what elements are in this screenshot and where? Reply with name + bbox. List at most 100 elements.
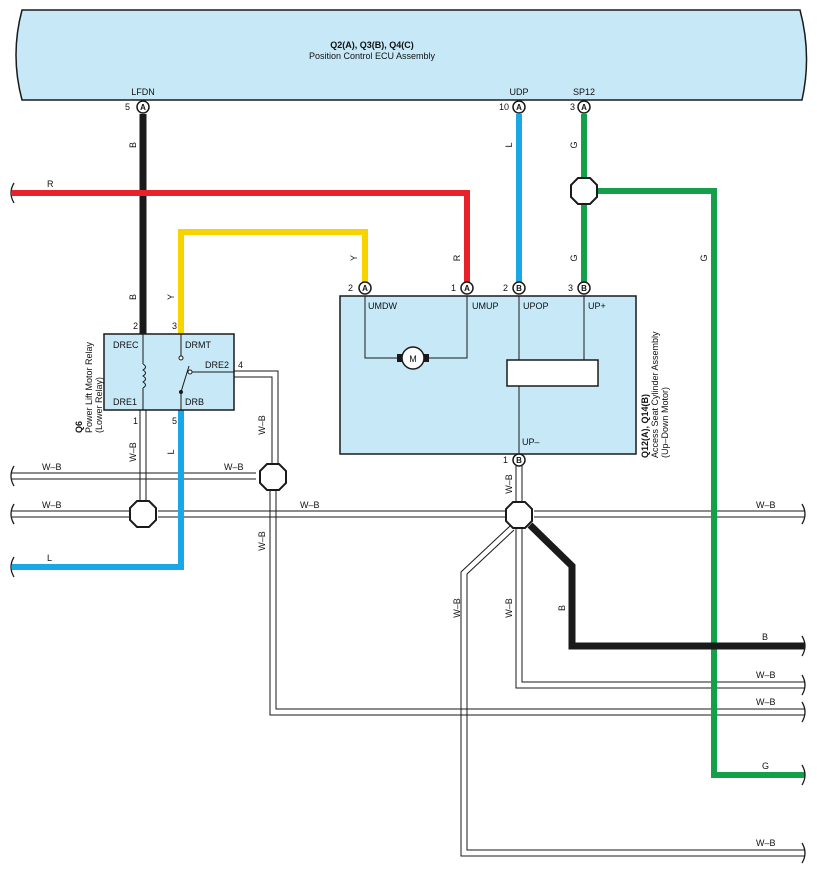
svg-text:G: G — [699, 254, 709, 261]
relay-terminal-dre2: DRE2 — [205, 360, 229, 370]
motor-label: M — [409, 354, 417, 364]
svg-text:W–B: W–B — [224, 462, 244, 472]
svg-text:2: 2 — [503, 283, 508, 293]
junction-wb-right — [505, 501, 533, 529]
svg-text:Y: Y — [166, 294, 176, 300]
wire-blue-drb — [12, 410, 184, 570]
relay-contact-no — [187, 369, 193, 375]
svg-text:A: A — [464, 284, 470, 293]
svg-text:10: 10 — [499, 102, 509, 112]
relay-pin-4: 4 — [238, 360, 243, 370]
svg-text:A: A — [516, 103, 522, 112]
relay-contact-bottom — [179, 390, 183, 394]
svg-text:W–B: W–B — [504, 474, 514, 494]
wire-black-ground — [527, 522, 805, 650]
relay-internal — [142, 334, 234, 410]
svg-text:R: R — [47, 179, 54, 189]
svg-text:2: 2 — [348, 283, 353, 293]
ecu-title: Q2(A), Q3(B), Q4(C) — [330, 40, 414, 50]
svg-text:A: A — [581, 103, 587, 112]
motor-brush-right — [424, 354, 429, 362]
svg-text:W–B: W–B — [42, 462, 62, 472]
svg-text:W–B: W–B — [300, 500, 320, 510]
wire-yellow — [178, 229, 368, 334]
svg-text:G: G — [569, 141, 579, 148]
svg-text:W–B: W–B — [257, 415, 267, 435]
junction-wb-left — [129, 500, 157, 528]
relay-contact-top — [178, 355, 184, 361]
wb-wires — [12, 370, 805, 857]
junction-wb-mid — [259, 463, 287, 491]
junction-green — [570, 177, 598, 205]
svg-text:B: B — [128, 294, 138, 300]
wire-labels: B B Y Y R L G G G L W–B W–B W–B W–B W–B … — [42, 141, 776, 848]
relay-pin-2: 2 — [133, 321, 138, 331]
cylinder-internal — [364, 296, 585, 454]
relay-pin-1: 1 — [133, 416, 138, 426]
svg-text:W–B: W–B — [756, 838, 776, 848]
svg-text:L: L — [166, 449, 176, 454]
motor-brush-left — [397, 354, 402, 362]
ecu-pin-udp: A 10 — [499, 100, 526, 114]
svg-text:1: 1 — [503, 455, 508, 465]
svg-text:(Up–Down Motor): (Up–Down Motor) — [660, 387, 670, 458]
svg-text:B: B — [557, 605, 567, 611]
svg-text:W–B: W–B — [756, 500, 776, 510]
cyl-pin-upminus: B 1 — [503, 453, 526, 467]
ecu-pin-lfdn: A 5 — [125, 100, 150, 114]
svg-text:B: B — [128, 142, 138, 148]
svg-text:B: B — [516, 456, 522, 465]
ecu-pin-sp12: A 3 — [570, 100, 591, 114]
relay-pin-5: 5 — [172, 416, 177, 426]
svg-text:Q6: Q6 — [74, 421, 84, 433]
wire-end-brackets — [10, 182, 806, 864]
svg-text:W–B: W–B — [257, 531, 267, 551]
wire-red — [12, 190, 470, 282]
relay-terminal-drec: DREC — [113, 340, 139, 350]
svg-text:B: B — [581, 284, 587, 293]
ecu-name: Position Control ECU Assembly — [309, 51, 436, 61]
svg-text:3: 3 — [570, 102, 575, 112]
svg-text:L: L — [504, 142, 514, 147]
cyl-terminal-upplus: UP+ — [588, 301, 606, 311]
cyl-pin-umdw: A 2 — [348, 281, 372, 295]
relay-terminal-drb: DRB — [185, 397, 204, 407]
ecu-terminal-udp: UDP — [509, 87, 528, 97]
wire-green-branch — [596, 188, 805, 778]
svg-text:W–B: W–B — [756, 670, 776, 680]
svg-text:W–B: W–B — [128, 442, 138, 462]
cyl-terminal-upminus: UP– — [522, 437, 540, 447]
svg-text:W–B: W–B — [452, 598, 462, 618]
cyl-terminal-upop: UPOP — [523, 301, 549, 311]
svg-text:G: G — [762, 761, 769, 771]
cyl-pin-upop: B 2 — [503, 281, 526, 295]
svg-text:1: 1 — [451, 283, 456, 293]
svg-text:B: B — [762, 632, 768, 642]
relay-terminal-dre1: DRE1 — [113, 397, 137, 407]
svg-text:A: A — [140, 103, 146, 112]
svg-text:G: G — [569, 254, 579, 261]
ecu-terminal-sp12: SP12 — [573, 87, 595, 97]
svg-text:W–B: W–B — [504, 598, 514, 618]
svg-text:B: B — [516, 284, 522, 293]
cyl-terminal-umdw: UMDW — [368, 301, 397, 311]
cylinder-caption: Q12(A), Q14(B) Access Seat Cylinder Asse… — [640, 331, 670, 458]
svg-text:A: A — [362, 284, 368, 293]
relay-caption: Q6 Power Lift Motor Relay (Lower Relay) — [74, 341, 104, 433]
svg-text:Q12(A), Q14(B): Q12(A), Q14(B) — [640, 394, 650, 458]
relay-terminal-drmt: DRMT — [185, 340, 211, 350]
cyl-pin-upplus: B 3 — [568, 281, 591, 295]
ecu-box — [15, 9, 808, 101]
svg-text:Access Seat Cylinder Assembly: Access Seat Cylinder Assembly — [650, 331, 660, 458]
svg-text:5: 5 — [125, 102, 130, 112]
svg-text:R: R — [452, 254, 462, 261]
cyl-terminal-umup: UMUP — [472, 301, 499, 311]
svg-text:(Lower Relay): (Lower Relay) — [94, 377, 104, 433]
svg-text:Power Lift Motor Relay: Power Lift Motor Relay — [84, 341, 94, 433]
relay-pin-3: 3 — [172, 321, 177, 331]
cyl-pin-umup: A 1 — [451, 281, 474, 295]
svg-text:W–B: W–B — [756, 697, 776, 707]
ecu-terminal-lfdn: LFDN — [131, 87, 155, 97]
position-sensor — [506, 359, 599, 387]
svg-text:W–B: W–B — [42, 500, 62, 510]
